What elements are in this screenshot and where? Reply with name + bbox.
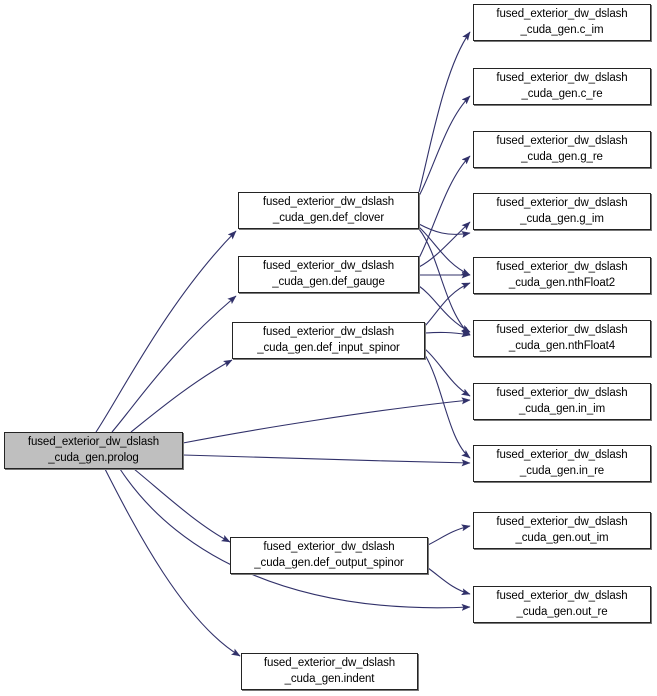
graph-node-indent[interactable]: fused_exterior_dw_dslash _cuda_gen.inden…: [241, 653, 418, 690]
graph-edge-prolog-to-def_output_spinor: [133, 468, 231, 543]
graph-edge-def_input_spinor-to-nthFloat2: [424, 282, 471, 327]
graph-node-label: fused_exterior_dw_dslash _cuda_gen.def_c…: [262, 196, 395, 224]
graph-edge-prolog-to-in_re: [182, 454, 471, 467]
graph-edge-def_output_spinor-to-out_re: [427, 567, 471, 596]
graph-node-label: fused_exterior_dw_dslash _cuda_gen.g_im: [496, 197, 628, 225]
graph-node-label: fused_exterior_dw_dslash _cuda_gen.prolo…: [27, 436, 160, 464]
graph-node-label: fused_exterior_dw_dslash _cuda_gen.in_re: [496, 449, 628, 477]
graph-edge-def_clover-to-g_im: [418, 223, 471, 238]
graph-edge-def_clover-to-c_im: [418, 31, 471, 193]
graph-node-nthFloat4[interactable]: fused_exterior_dw_dslash _cuda_gen.nthFl…: [473, 320, 651, 357]
graph-node-label: fused_exterior_dw_dslash _cuda_gen.def_g…: [262, 260, 395, 288]
graph-edge-def_clover-to-nthFloat4: [418, 228, 471, 336]
graph-node-def_clover[interactable]: fused_exterior_dw_dslash _cuda_gen.def_c…: [238, 192, 419, 229]
graph-edge-def_gauge-to-nthFloat4: [418, 285, 471, 333]
graph-node-label: fused_exterior_dw_dslash _cuda_gen.def_o…: [254, 541, 404, 569]
graph-edge-def_clover-to-c_re: [418, 95, 471, 197]
graph-edge-def_output_spinor-to-out_im: [427, 524, 471, 546]
graph-node-out_re[interactable]: fused_exterior_dw_dslash _cuda_gen.out_r…: [473, 586, 651, 623]
graph-node-g_re[interactable]: fused_exterior_dw_dslash _cuda_gen.g_re: [473, 131, 651, 168]
graph-node-def_input_spinor[interactable]: fused_exterior_dw_dslash _cuda_gen.def_i…: [232, 322, 425, 359]
graph-node-label: fused_exterior_dw_dslash _cuda_gen.out_i…: [496, 516, 628, 544]
graph-node-label: fused_exterior_dw_dslash _cuda_gen.in_im: [496, 387, 628, 415]
graph-edge-def_gauge-to-g_im: [418, 221, 471, 268]
graph-node-prolog[interactable]: fused_exterior_dw_dslash _cuda_gen.prolo…: [4, 432, 183, 469]
graph-node-label: fused_exterior_dw_dslash _cuda_gen.g_re: [496, 135, 628, 163]
graph-edge-prolog-to-def_gauge: [111, 295, 237, 433]
graph-node-label: fused_exterior_dw_dslash _cuda_gen.c_im: [496, 8, 628, 36]
graph-edge-def_input_spinor-to-in_re: [424, 354, 471, 459]
graph-node-label: fused_exterior_dw_dslash _cuda_gen.c_re: [496, 72, 628, 100]
graph-edge-def_input_spinor-to-nthFloat4: [424, 330, 471, 338]
graph-node-label: fused_exterior_dw_dslash _cuda_gen.nthFl…: [496, 261, 628, 289]
graph-node-label: fused_exterior_dw_dslash _cuda_gen.out_r…: [496, 590, 628, 618]
graph-node-label: fused_exterior_dw_dslash _cuda_gen.nthFl…: [496, 324, 628, 352]
graph-edge-def_gauge-to-g_re: [418, 155, 471, 259]
graph-node-def_output_spinor[interactable]: fused_exterior_dw_dslash _cuda_gen.def_o…: [230, 537, 428, 574]
graph-edge-prolog-to-def_input_spinor: [130, 359, 233, 433]
graph-edge-def_input_spinor-to-in_im: [424, 348, 471, 397]
graph-edge-prolog-to-indent: [104, 468, 241, 657]
graph-node-in_im[interactable]: fused_exterior_dw_dslash _cuda_gen.in_im: [473, 383, 651, 420]
graph-edge-prolog-to-out_re: [119, 468, 471, 611]
graph-node-in_re[interactable]: fused_exterior_dw_dslash _cuda_gen.in_re: [473, 445, 651, 482]
graph-node-def_gauge[interactable]: fused_exterior_dw_dslash _cuda_gen.def_g…: [238, 256, 419, 293]
graph-node-g_im[interactable]: fused_exterior_dw_dslash _cuda_gen.g_im: [473, 193, 651, 230]
graph-edge-prolog-to-def_clover: [95, 230, 237, 433]
graph-node-c_re[interactable]: fused_exterior_dw_dslash _cuda_gen.c_re: [473, 68, 651, 105]
graph-node-out_im[interactable]: fused_exterior_dw_dslash _cuda_gen.out_i…: [473, 512, 651, 549]
graph-node-label: fused_exterior_dw_dslash _cuda_gen.inden…: [263, 657, 396, 685]
graph-node-c_im[interactable]: fused_exterior_dw_dslash _cuda_gen.c_im: [473, 4, 651, 41]
graph-edge-prolog-to-in_im: [182, 397, 471, 444]
graph-node-nthFloat2[interactable]: fused_exterior_dw_dslash _cuda_gen.nthFl…: [473, 257, 651, 294]
graph-node-label: fused_exterior_dw_dslash _cuda_gen.def_i…: [257, 326, 400, 354]
